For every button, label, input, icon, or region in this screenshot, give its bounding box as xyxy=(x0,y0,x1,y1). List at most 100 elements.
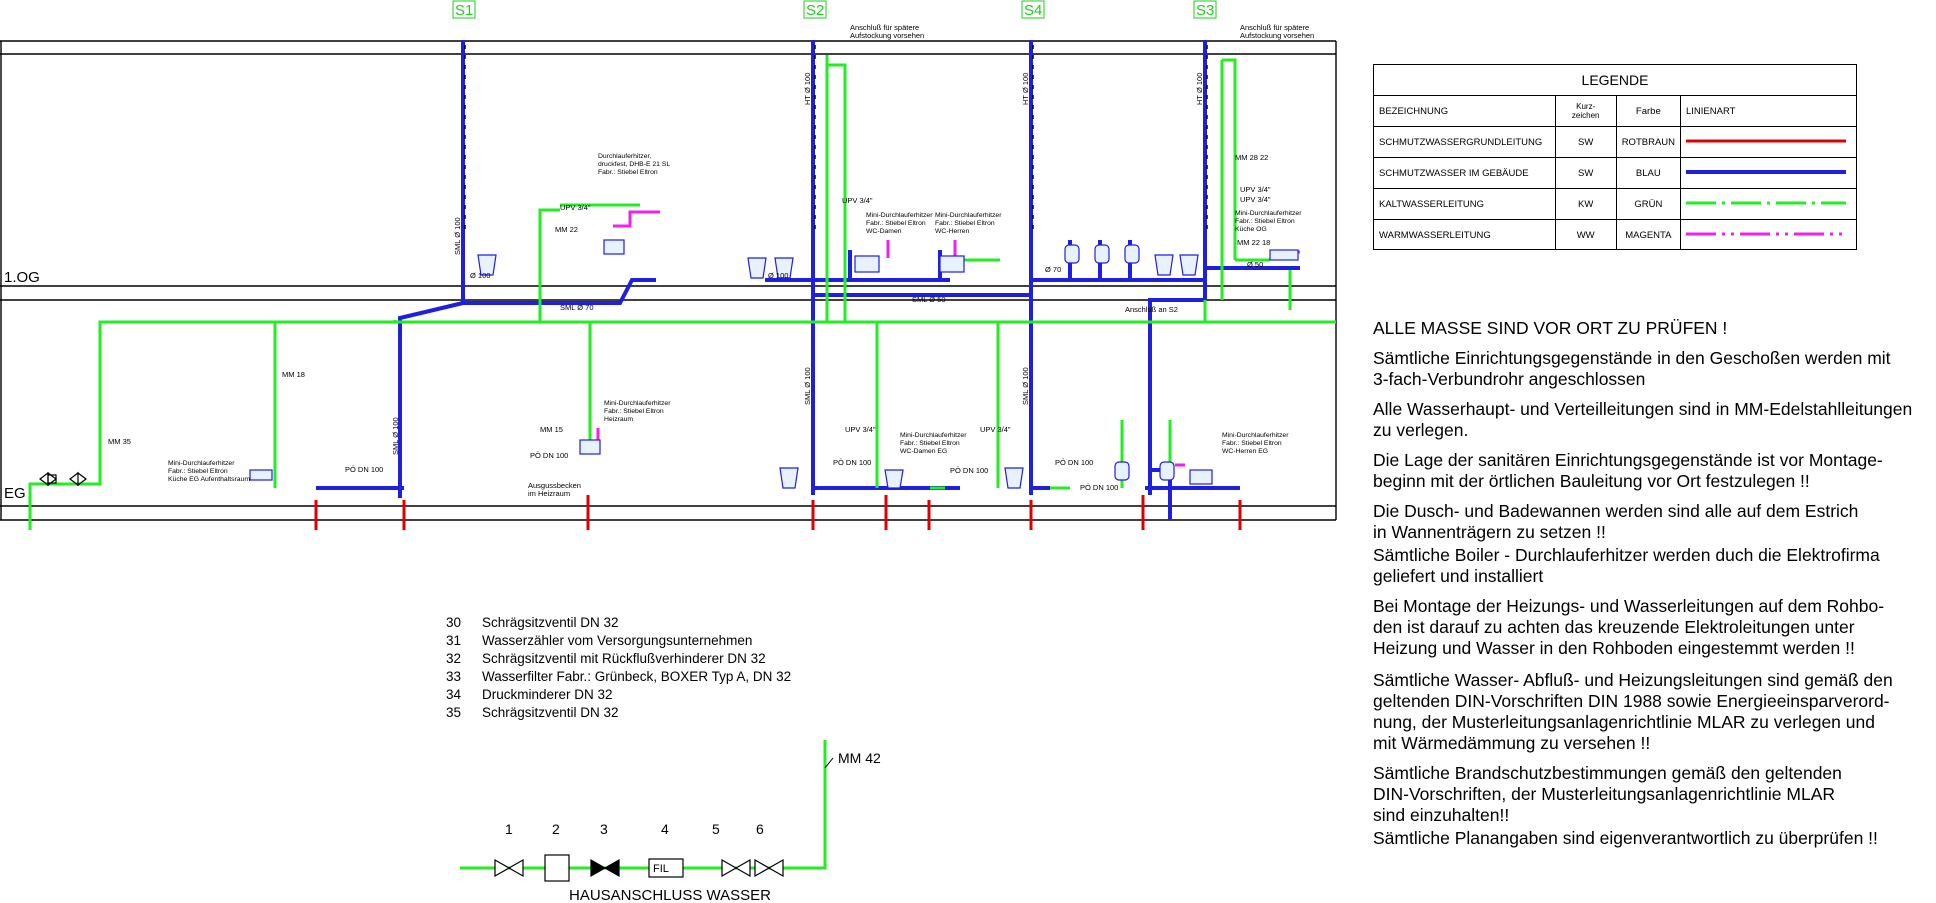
part-description: Druckminderer DN 32 xyxy=(482,687,613,702)
part-description: Schrägsitzventil DN 32 xyxy=(482,705,619,720)
legend-swatch-ww xyxy=(1680,219,1856,250)
label-sml70: SML Ø 70 xyxy=(560,303,594,312)
label-mm15-a: MM 15 xyxy=(540,425,563,434)
floor-label-eg: EG xyxy=(4,485,26,502)
fixtures xyxy=(249,239,1299,489)
legend-row: SCHMUTZWASSER IM GEBÄUDE SW BLAU xyxy=(1374,157,1856,189)
part-num-2: 2 xyxy=(552,821,560,837)
label-ht100-s3: HT Ø 100 xyxy=(1195,73,1204,105)
note-item: Bei Montage der Heizungs- und Wasserleit… xyxy=(1373,596,1885,658)
stack-label-s3: S3 xyxy=(1196,2,1214,19)
note-item: Sämtliche Wasser- Abfluß- und Heizungsle… xyxy=(1373,670,1893,753)
legend-header-code: Kurz- zeichen xyxy=(1554,96,1617,127)
label-upv-6: UPV 3/4" xyxy=(980,425,1011,434)
label-mm18-a: MM 18 xyxy=(282,370,305,379)
legend-header-row: BEZEICHNUNG Kurz- zeichen Farbe LINIENAR… xyxy=(1374,96,1856,127)
note-item: Die Dusch- und Badewannen werden sind al… xyxy=(1373,501,1859,542)
label-mm22-a: MM 22 xyxy=(555,225,578,234)
part-number: 31 xyxy=(446,633,462,648)
part-num-6: 6 xyxy=(756,821,764,837)
house-connection-title: HAUSANSCHLUSS WASSER xyxy=(569,887,771,903)
legend-row: WARMWASSERLEITUNG WW MAGENTA xyxy=(1374,219,1856,250)
label-d70: Ø 70 xyxy=(1045,265,1061,274)
legend-row: SCHMUTZWASSERGRUNDLEITUNG SW ROTBRAUN xyxy=(1374,126,1856,158)
label-upv-1: UPV 3/4" xyxy=(560,203,591,212)
general-notes: ALLE MASSE SIND VOR ORT ZU PRÜFEN ! Sämt… xyxy=(1373,318,1933,858)
waste-water-pipes xyxy=(316,40,1300,520)
label-po100-2: PÖ DN 100 xyxy=(530,451,568,460)
legend-row-color: GRÜN xyxy=(1615,188,1681,220)
floor-label-og: 1.OG xyxy=(4,269,40,286)
riser-labels: SML Ø 100 HT Ø 100 HT Ø 100 HT Ø 100 SML… xyxy=(108,23,1314,498)
note-item: Alle Wasserhaupt- und Verteilleitungen s… xyxy=(1373,399,1913,440)
legend-swatch-sw-building xyxy=(1680,157,1856,189)
part-number: 34 xyxy=(446,687,462,702)
stack-label-s4: S4 xyxy=(1024,2,1042,19)
legend-header-linetype: LINIENART xyxy=(1680,96,1856,127)
parts-list-item: 35 Schrägsitzventil DN 32 xyxy=(446,704,791,722)
stack-label-s2: S2 xyxy=(806,2,824,19)
label-mm35: MM 35 xyxy=(108,437,131,446)
label-po100-4: PÖ DN 100 xyxy=(950,466,988,475)
waste-water-dashes xyxy=(464,45,1208,230)
legend-row-name: KALTWASSERLEITUNG xyxy=(1374,188,1556,220)
label-d100-b: Ø 100 xyxy=(768,271,788,280)
part-num-3: 3 xyxy=(600,821,608,837)
legend-header-name: BEZEICHNUNG xyxy=(1379,105,1449,117)
note-item: Sämtliche Boiler - Durchlauferhitzer wer… xyxy=(1373,545,1880,586)
note-item: Sämtliche Planangaben sind eigenverantwo… xyxy=(1373,828,1878,848)
label-mm2218: MM 22 18 xyxy=(1237,238,1270,247)
heater-notes: Durchlauferhitzer,druckfest, DHB-E 21 SL… xyxy=(168,153,1302,483)
heater-og-wc: Durchlauferhitzer,druckfest, DHB-E 21 SL… xyxy=(598,153,670,176)
label-po100-3: PÖ DN 100 xyxy=(833,458,871,467)
legend-row-name: SCHMUTZWASSERGRUNDLEITUNG xyxy=(1374,126,1556,158)
parts-list-item: 31 Wasserzähler vom Versorgungsunternehme… xyxy=(446,632,791,650)
label-upv-2: UPV 3/4" xyxy=(842,196,873,205)
house-connection: MM 42 FIL 1 2 3 4 5 6 HAUSANSCHLUSS WASS… xyxy=(460,740,881,903)
part-description: Wasserzähler vom Versorgungsunternehmen xyxy=(482,633,753,648)
label-sml50: SML Ø 50 xyxy=(912,295,946,304)
legend-row-code: SW xyxy=(1554,126,1617,158)
ground-drain-stubs xyxy=(314,495,1242,530)
parts-list-item: 34 Druckminderer DN 32 xyxy=(446,686,791,704)
label-sml100-s2-eg: SML Ø 100 xyxy=(803,367,812,405)
label-upv-5: UPV 3/4" xyxy=(845,425,876,434)
note-item: Sämtliche Brandschutzbestimmungen gemäß … xyxy=(1373,763,1842,825)
label-upv-3: UPV 3/4" xyxy=(1240,185,1271,194)
note-item: Sämtliche Einrichtungsgegenstände in den… xyxy=(1373,348,1891,389)
part-number: 35 xyxy=(446,705,462,720)
stack-label-s1: S1 xyxy=(455,2,473,19)
label-po100-5: PÖ DN 100 xyxy=(1055,458,1093,467)
note-item: Die Lage der sanitären Einrichtungsgegen… xyxy=(1373,450,1883,491)
legend-title: LEGENDE xyxy=(1374,65,1856,96)
label-po100-1: PÖ DN 100 xyxy=(345,465,383,474)
legend-swatch-sw-ground xyxy=(1680,126,1856,158)
legend-table: LEGENDE BEZEICHNUNG Kurz- zeichen Farbe … xyxy=(1373,64,1857,250)
legend-row-code: KW xyxy=(1554,188,1617,220)
part-number: 30 xyxy=(446,615,462,630)
label-po100-6: PÖ DN 100 xyxy=(1080,483,1118,492)
stack-labels: S1 S2 S4 S3 xyxy=(452,0,1217,19)
label-mm2822: MM 28 22 xyxy=(1235,153,1268,162)
entry-valves xyxy=(39,471,87,487)
label-d100-a: Ø 100 xyxy=(470,271,490,280)
house-connection-pipe-label: MM 42 xyxy=(838,750,881,766)
legend-row-color: BLAU xyxy=(1615,157,1681,189)
filter-label: FIL xyxy=(653,863,669,875)
label-anschluss-s2: Anschluß an S2 xyxy=(1125,305,1178,314)
note-item: ALLE MASSE SIND VOR ORT ZU PRÜFEN ! xyxy=(1373,318,1728,338)
label-upv-4: UPV 3/4" xyxy=(1240,195,1271,204)
